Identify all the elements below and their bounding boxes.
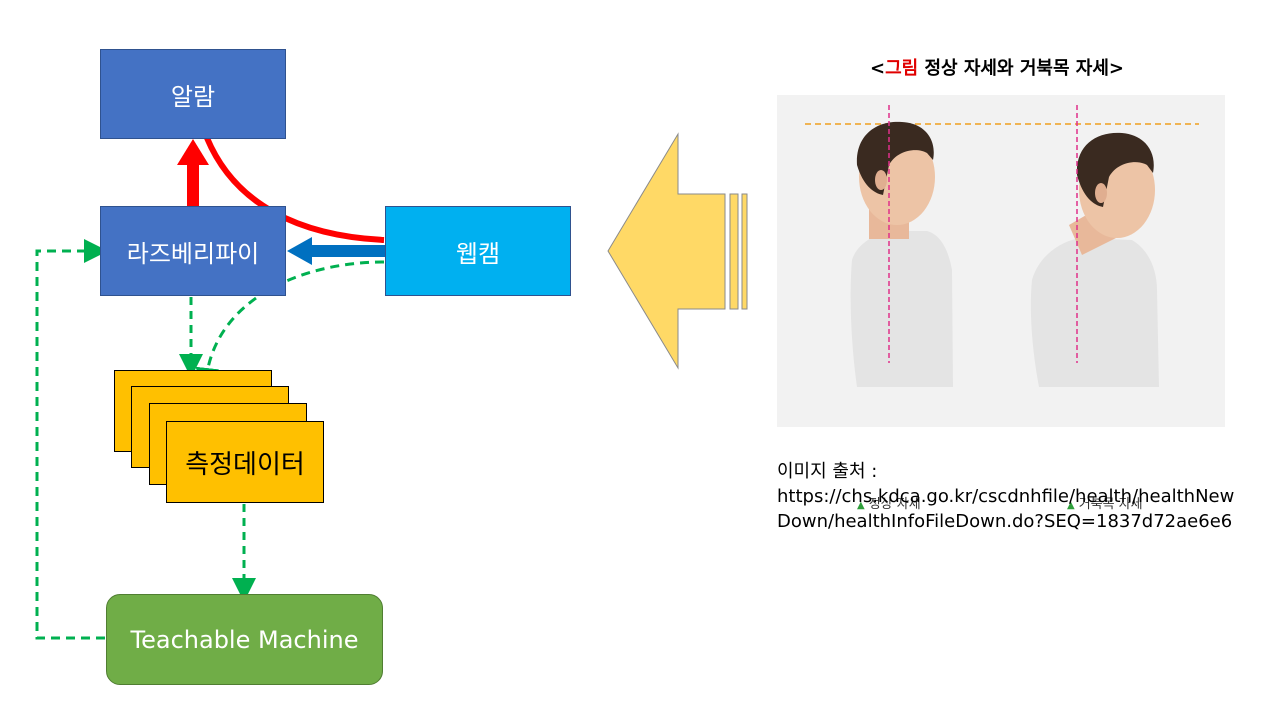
arrow-webcam-to-rpi: [287, 237, 385, 265]
caption-normal-text: 정상 자세: [868, 497, 921, 512]
image-source-url: https://chs.kdca.go.kr/cscdnhfile/health…: [777, 486, 1235, 532]
measurement-data-node: 측정데이터: [166, 421, 324, 503]
image-source-label: 이미지 출처 :: [777, 461, 878, 482]
figure-title-highlight: 그림: [885, 58, 919, 79]
measurement-data-label: 측정데이터: [185, 449, 305, 480]
caption-turtle: ▲거북목 자세: [1067, 493, 1143, 512]
figure-title: <그림 정상 자세와 거북목 자세>: [870, 54, 1140, 80]
webcam-node: 웹캠: [385, 206, 571, 296]
alarm-label: 알람: [170, 82, 216, 111]
normal-posture-figure: [850, 121, 953, 387]
figure-title-rest: 정상 자세와 거북목 자세>: [918, 58, 1124, 79]
dashed-tm-to-rpi: [35, 239, 108, 640]
alarm-node: 알람: [100, 49, 286, 139]
teachable-machine-node: Teachable Machine: [106, 594, 383, 685]
teachable-machine-label: Teachable Machine: [130, 625, 359, 654]
posture-figure-drawing: [805, 105, 1199, 387]
raspberry-pi-label: 라즈베리파이: [126, 239, 260, 268]
caption-normal: ▲정상 자세: [857, 493, 921, 512]
turtle-neck-figure: [1030, 132, 1159, 387]
big-left-arrow: [607, 132, 748, 370]
image-source: 이미지 출처 : https://chs.kdca.go.kr/cscdnhfi…: [777, 459, 1237, 534]
figure-title-prefix: <: [870, 58, 886, 79]
webcam-label: 웹캠: [455, 239, 501, 268]
triangle-icon: ▲: [1067, 500, 1075, 511]
triangle-icon: ▲: [857, 500, 865, 511]
posture-illustration: ▲정상 자세 ▲거북목 자세: [777, 95, 1225, 512]
arrow-rpi-to-alarm: [177, 139, 209, 206]
raspberry-pi-node: 라즈베리파이: [100, 206, 286, 296]
caption-turtle-text: 거북목 자세: [1078, 497, 1143, 512]
